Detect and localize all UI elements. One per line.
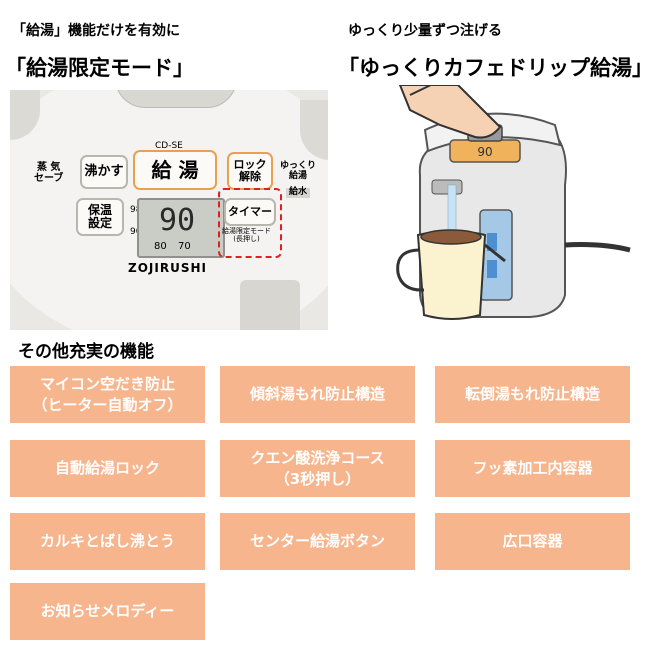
temp-98-label: 98: [130, 205, 142, 215]
feature-label: マイコン空だき防止 （ヒーター自動オフ）: [32, 375, 183, 414]
feature-label: クエン酸洗浄コース （3秒押し）: [250, 449, 385, 488]
limited-mode-note: 給湯限定モード (長押し): [222, 227, 271, 243]
feature-label: センター給湯ボタン: [249, 532, 385, 551]
feature-label: カルキとばし沸とう: [39, 532, 175, 551]
handle-hinge: [115, 90, 237, 108]
feature-label: 自動給湯ロック: [54, 459, 160, 478]
feature-tile: 広口容器: [435, 513, 630, 570]
temp-90-label: 90: [130, 227, 142, 237]
pot-illustration: 90: [396, 85, 631, 320]
lcd-value: 90: [159, 203, 196, 238]
right-caption-subtitle: ゆっくり少量ずつ注げる: [348, 23, 502, 39]
coffee-cup: [396, 229, 506, 320]
temp-80-label: 80: [154, 241, 167, 252]
control-panel-photo: CD-SE 蒸 気 セーブ 沸かす 給 湯 ロック 解除 ゆっくり 給湯 給水 …: [10, 90, 328, 330]
section-title: その他充実の機能: [18, 342, 154, 362]
feature-tile: クエン酸洗浄コース （3秒押し）: [220, 440, 415, 497]
svg-text:90: 90: [477, 145, 492, 159]
dispense-button-label: 給 湯: [151, 157, 199, 182]
feature-tile: 転倒湯もれ防止構造: [435, 366, 630, 423]
lock-release-label: ロック 解除: [233, 158, 267, 183]
keep-warm-label: 保温 設定: [87, 203, 112, 230]
boil-button-label: 沸かす: [84, 164, 124, 180]
limited-mode-highlight: [218, 188, 282, 258]
feature-tile: 自動給湯ロック: [10, 440, 205, 497]
model-label: CD-SE: [155, 141, 183, 151]
feature-label: 広口容器: [502, 532, 563, 551]
left-caption-subtitle: 「給湯」機能だけを有効に: [12, 23, 180, 39]
slow-dispense-label: ゆっくり 給湯: [280, 161, 317, 181]
temp-70-label: 70: [178, 241, 191, 252]
feature-label: フッ素加工内容器: [472, 459, 593, 478]
keep-warm-button[interactable]: 保温 設定: [76, 198, 124, 236]
feature-tile: カルキとばし沸とう: [10, 513, 205, 570]
feature-label: 転倒湯もれ防止構造: [464, 385, 600, 404]
lcd-display: 90: [137, 198, 225, 258]
feature-tile: センター給湯ボタン: [220, 513, 415, 570]
window-detail: [240, 280, 300, 330]
hand-illustration: [398, 85, 502, 139]
timer-button[interactable]: タイマー: [224, 198, 276, 226]
right-caption-title: 「ゆっくりカフェドリップ給湯」: [338, 56, 650, 80]
brand-logo: ZOJIRUSHI: [128, 261, 207, 275]
steam-safe-label: 蒸 気 セーブ: [34, 162, 64, 184]
water-supply-label: 給水: [286, 187, 311, 198]
feature-tile: お知らせメロディー: [10, 583, 205, 640]
feature-label: お知らせメロディー: [40, 602, 175, 621]
timer-label: タイマー: [228, 205, 272, 219]
dispense-button[interactable]: 給 湯: [133, 150, 217, 190]
left-caption-title: 「給湯限定モード」: [5, 56, 194, 80]
feature-tile: マイコン空だき防止 （ヒーター自動オフ）: [10, 366, 205, 423]
lock-release-button[interactable]: ロック 解除: [227, 152, 273, 190]
feature-tile: フッ素加工内容器: [435, 440, 630, 497]
feature-label: 傾斜湯もれ防止構造: [249, 385, 385, 404]
feature-tile: 傾斜湯もれ防止構造: [220, 366, 415, 423]
boil-button[interactable]: 沸かす: [80, 155, 128, 189]
